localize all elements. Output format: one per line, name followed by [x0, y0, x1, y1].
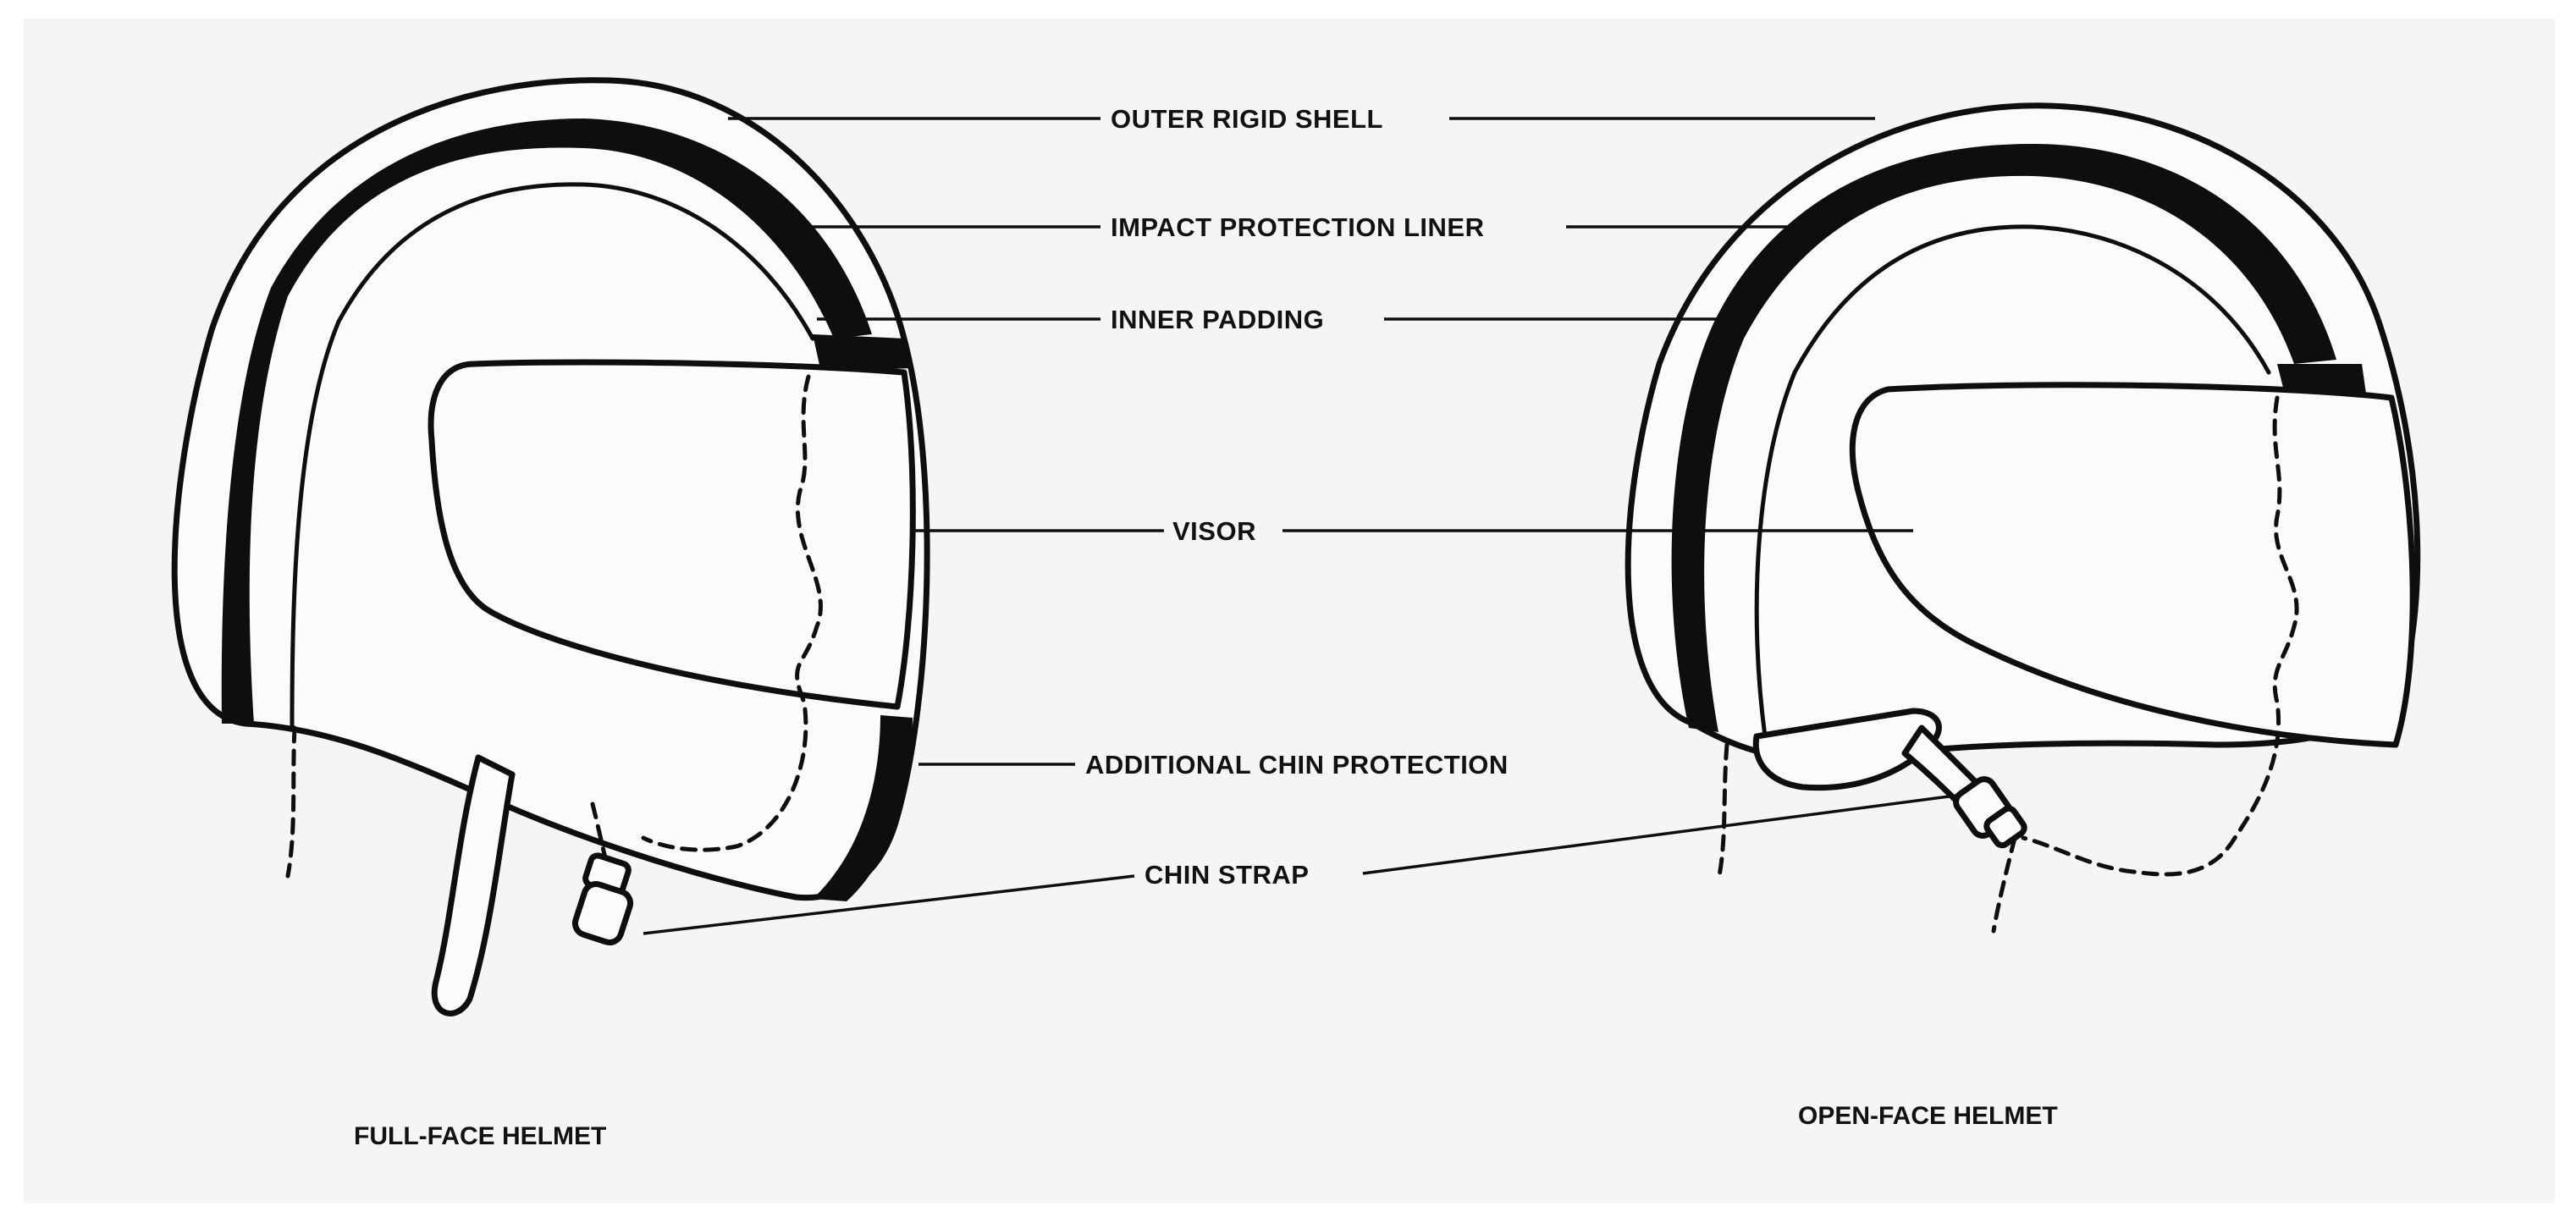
label-impact-protection-liner: IMPACT PROTECTION LINER	[1111, 212, 1484, 242]
full-face-helmet	[171, 77, 930, 1016]
label-visor: VISOR	[1172, 516, 1256, 546]
open-face-visor	[1849, 382, 2416, 748]
full-face-shell-tab	[813, 334, 910, 372]
label-outer-rigid-shell: OUTER RIGID SHELL	[1111, 104, 1383, 134]
open-face-helmet	[1624, 102, 2421, 934]
full-face-visor	[427, 359, 916, 710]
open-face-jaw-dash	[1991, 835, 2017, 934]
full-face-inner-padding	[290, 182, 815, 730]
leader-lines	[643, 117, 1956, 935]
full-face-neck-dash	[285, 725, 297, 879]
open-face-neck-dash	[1716, 742, 1729, 883]
open-face-face-profile	[2021, 395, 2299, 877]
full-face-hanging-strap	[431, 754, 516, 1016]
leader-chin-strap-right	[1362, 794, 1956, 875]
full-face-chin-band	[813, 715, 913, 901]
open-face-chin-buckle	[1953, 776, 2027, 849]
caption-open-face-helmet: OPEN-FACE HELMET	[1798, 1102, 2058, 1130]
open-face-inner-padding	[1754, 224, 2271, 739]
leader-chin-strap-left	[643, 874, 1135, 935]
label-additional-chin-protection: ADDITIONAL CHIN PROTECTION	[1085, 750, 1509, 780]
label-inner-padding: INNER PADDING	[1111, 305, 1324, 334]
full-face-chin-buckle	[571, 852, 634, 945]
full-face-face-profile	[641, 374, 823, 852]
label-chin-strap: CHIN STRAP	[1145, 860, 1309, 890]
caption-full-face-helmet: FULL-FACE HELMET	[354, 1122, 606, 1150]
open-face-cheek-pad	[1752, 708, 1942, 791]
